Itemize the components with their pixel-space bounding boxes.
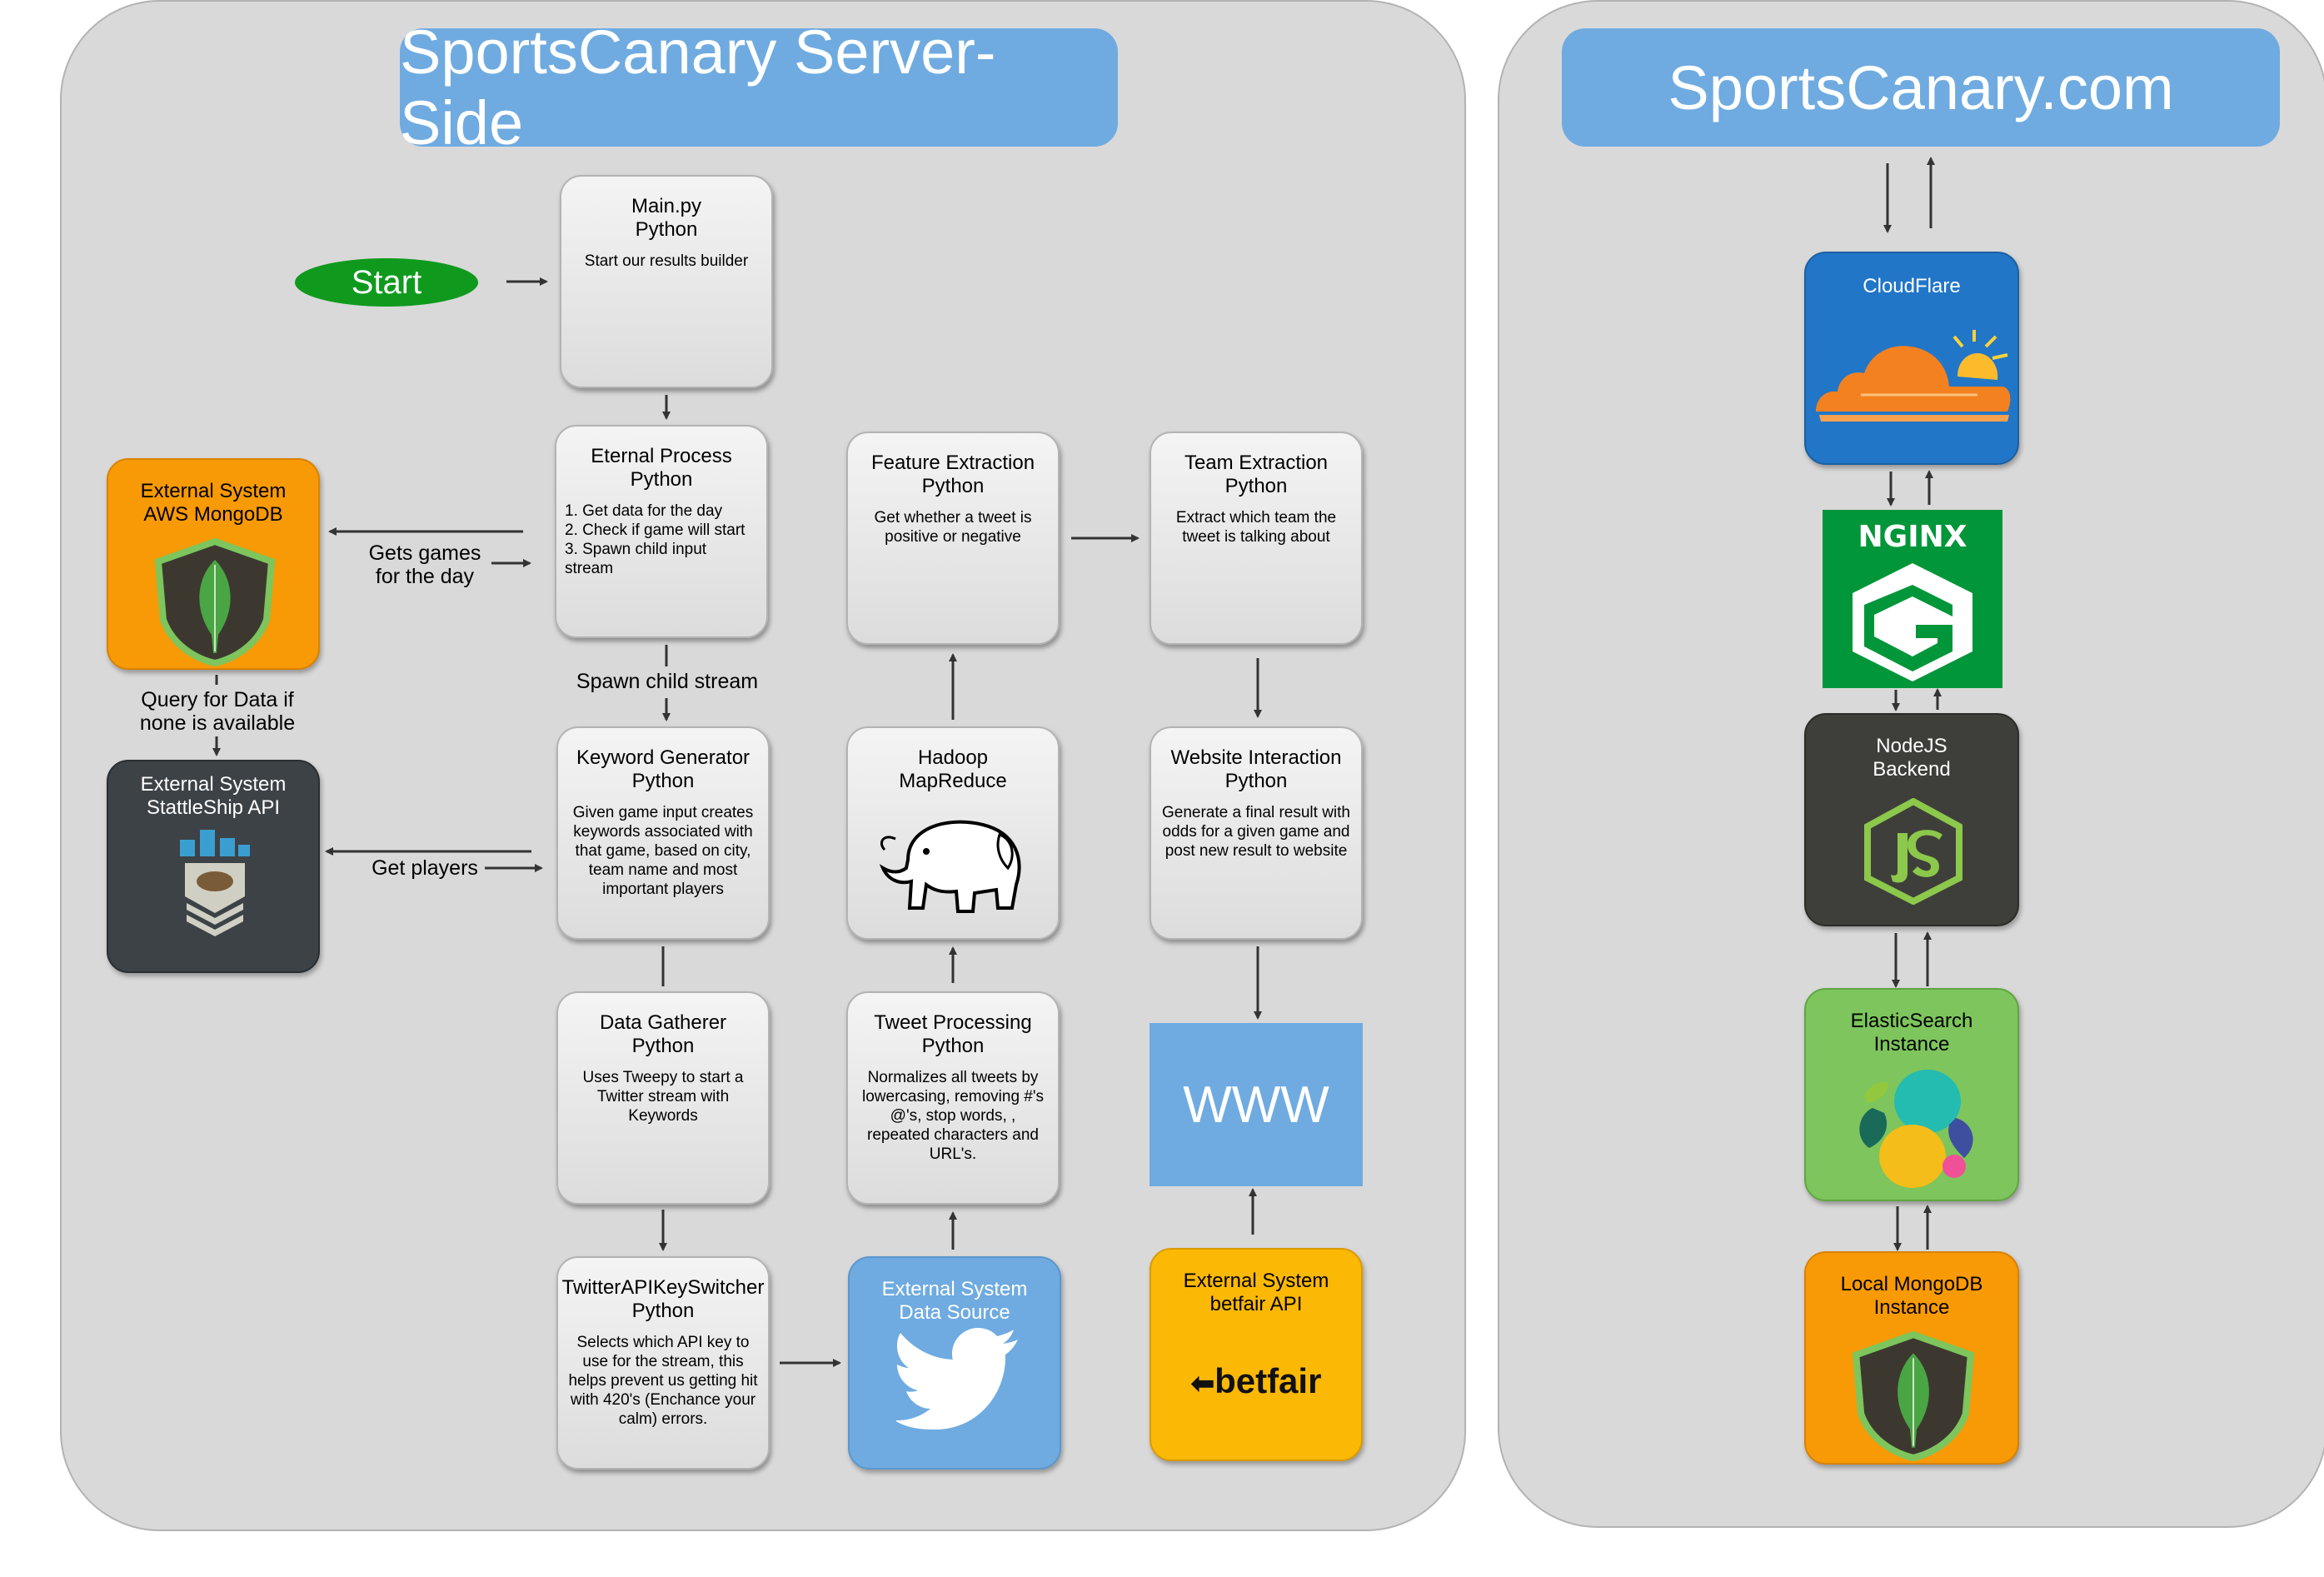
key-switcher-desc: Selects which API key to use for the str…	[568, 1334, 758, 1428]
twitter-bird-icon	[896, 1328, 1018, 1430]
tweet-processing-node: Tweet Processing Python Normalizes all t…	[846, 991, 1060, 1205]
nginx-logo	[1853, 563, 1972, 681]
elasticsearch-node: ElasticSearch Instance	[1804, 988, 2019, 1201]
data-gatherer-title: Data Gatherer Python	[599, 1011, 727, 1057]
stattleship-title: External System StattleShip API	[140, 773, 287, 819]
eternal-process-desc: 1. Get data for the day 2. Check if game…	[565, 502, 746, 577]
cloudflare-node: CloudFlare	[1804, 252, 2019, 465]
cloudflare-cloud-icon	[1816, 330, 2011, 422]
query-data-label: Query for Data if none is available	[139, 688, 296, 735]
local-mongodb-title: Local MongoDB Instance	[1840, 1273, 1983, 1319]
www-node: WWW	[1150, 1023, 1363, 1186]
get-players-label: Get players	[372, 856, 478, 880]
team-extraction-desc: Extract which team the tweet is talking …	[1175, 509, 1337, 546]
tweet-processing-title: Tweet Processing Python	[874, 1011, 1032, 1057]
start-label: Start	[351, 263, 422, 301]
feature-extraction-node: Feature Extraction Python Get whether a …	[846, 432, 1060, 645]
local-mongodb-node: Local MongoDB Instance	[1804, 1251, 2019, 1465]
hadoop-title: Hadoop MapReduce	[899, 746, 1007, 792]
hadoop-node: Hadoop MapReduce	[846, 726, 1060, 940]
twitter-source-node: External System Data Source	[848, 1256, 1061, 1470]
website-title: SportsCanary.com	[1562, 28, 2280, 147]
website-interaction-desc: Generate a final result with odds for a …	[1161, 804, 1350, 860]
twitter-source-title: External System Data Source	[881, 1278, 1028, 1324]
key-switcher-title: TwitterAPIKeySwitcher Python	[561, 1276, 765, 1322]
stattleship-node: External System StattleShip API	[107, 760, 320, 973]
feature-extraction-title: Feature Extraction Python	[870, 452, 1035, 497]
betfair-logo: ⬅betfair	[1151, 1361, 1361, 1401]
eternal-process-node: Eternal Process Python 1. Get data for t…	[555, 425, 768, 638]
server-side-title: SportsCanary Server-Side	[400, 17, 1118, 157]
team-extraction-node: Team Extraction Python Extract which tea…	[1150, 432, 1363, 645]
betfair-arrow-icon: ⬅	[1190, 1368, 1215, 1400]
spawn-child-label: Spawn child stream	[576, 670, 759, 693]
data-gatherer-node: Data Gatherer Python Uses Tweepy to star…	[556, 991, 770, 1205]
nodejs-logo	[1864, 798, 1962, 905]
start-node: Start	[295, 258, 478, 307]
website-interaction-title: Website Interaction Python	[1170, 746, 1342, 792]
cloudflare-title: CloudFlare	[1863, 275, 1961, 297]
keyword-generator-node: Keyword Generator Python Given game inpu…	[556, 726, 770, 940]
nginx-node: NGINX	[1823, 510, 2002, 688]
nodejs-node: NodeJS Backend	[1804, 713, 2019, 926]
main-py-node: Main.py Python Start our results builder	[560, 175, 773, 388]
betfair-node: External System betfair API ⬅betfair	[1150, 1248, 1363, 1461]
gets-games-label: Gets games for the day	[368, 541, 481, 588]
feature-extraction-desc: Get whether a tweet is positive or negat…	[874, 509, 1032, 546]
hadoop-elephant-icon	[879, 820, 1021, 913]
main-py-title: Main.py Python	[631, 195, 702, 241]
stattleship-icon	[180, 830, 250, 936]
aws-mongodb-title: External System AWS MongoDB	[140, 480, 287, 526]
mongodb-leaf-icon	[154, 537, 276, 666]
aws-mongodb-node: External System AWS MongoDB	[107, 458, 320, 670]
www-label: WWW	[1183, 1075, 1329, 1134]
betfair-logo-text: betfair	[1214, 1361, 1322, 1400]
nodejs-title: NodeJS Backend	[1873, 735, 1951, 781]
elasticsearch-title: ElasticSearch Instance	[1850, 1010, 1973, 1055]
nginx-label: NGINX	[1858, 520, 1967, 554]
betfair-title: External System betfair API	[1183, 1270, 1329, 1315]
key-switcher-node: TwitterAPIKeySwitcher Python Selects whi…	[556, 1256, 770, 1470]
keyword-generator-title: Keyword Generator Python	[576, 746, 751, 792]
website-interaction-node: Website Interaction Python Generate a fi…	[1150, 726, 1363, 940]
team-extraction-title: Team Extraction Python	[1184, 452, 1329, 497]
tweet-processing-desc: Normalizes all tweets by lowercasing, re…	[862, 1069, 1044, 1163]
data-gatherer-desc: Uses Tweepy to start a Twitter stream wi…	[582, 1069, 744, 1125]
keyword-generator-desc: Given game input creates keywords associ…	[572, 804, 754, 898]
main-py-desc: Start our results builder	[584, 252, 749, 270]
elasticsearch-logo	[1859, 1070, 1973, 1188]
eternal-process-title: Eternal Process Python	[591, 445, 732, 491]
local-mongodb-leaf-icon	[1852, 1330, 1975, 1462]
